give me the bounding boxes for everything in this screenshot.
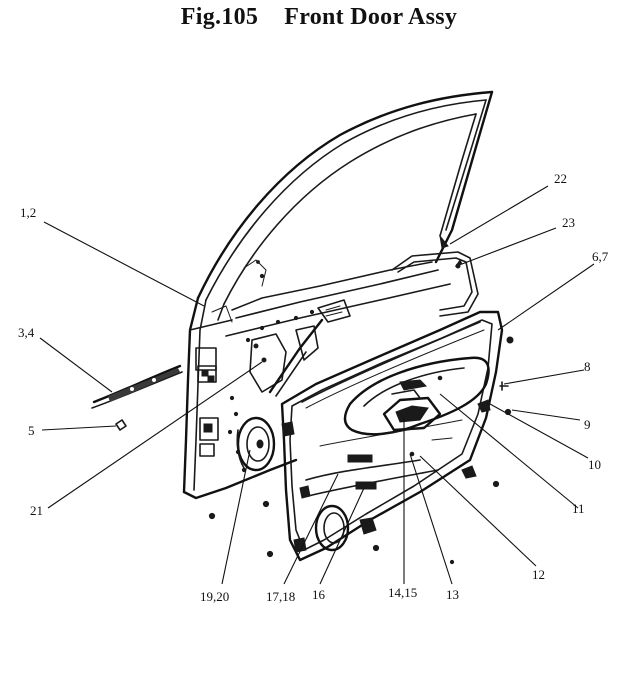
callout-13: 13 [446,587,459,602]
callout-8: 8 [584,359,591,374]
callout-19-20: 19,20 [200,589,230,604]
callout-22: 22 [554,171,567,186]
figure-title: Fig.105 Front Door Assy [0,4,638,31]
callout-21: 21 [30,503,43,518]
callout-10: 10 [588,457,601,472]
callout-11: 11 [572,501,585,516]
callout-23: 23 [562,215,575,230]
door-frame [182,90,494,500]
callout-6-7: 6,7 [592,249,609,264]
callout-9: 9 [584,417,591,432]
callout-3-4: 3,4 [18,325,35,340]
figure-number: Fig.105 [180,4,259,30]
callout-17-18: 17,18 [266,589,296,604]
callout-12: 12 [532,567,545,582]
callout-14-15: 14,15 [388,585,418,600]
callout-5: 5 [28,423,35,438]
door-trim-panel [280,310,504,562]
loose-clips [91,336,514,565]
callout-16: 16 [312,587,325,602]
callout-1-2: 1,2 [20,205,37,220]
leader-lines [39,185,595,585]
figure-name: Front Door Assy [284,4,458,30]
